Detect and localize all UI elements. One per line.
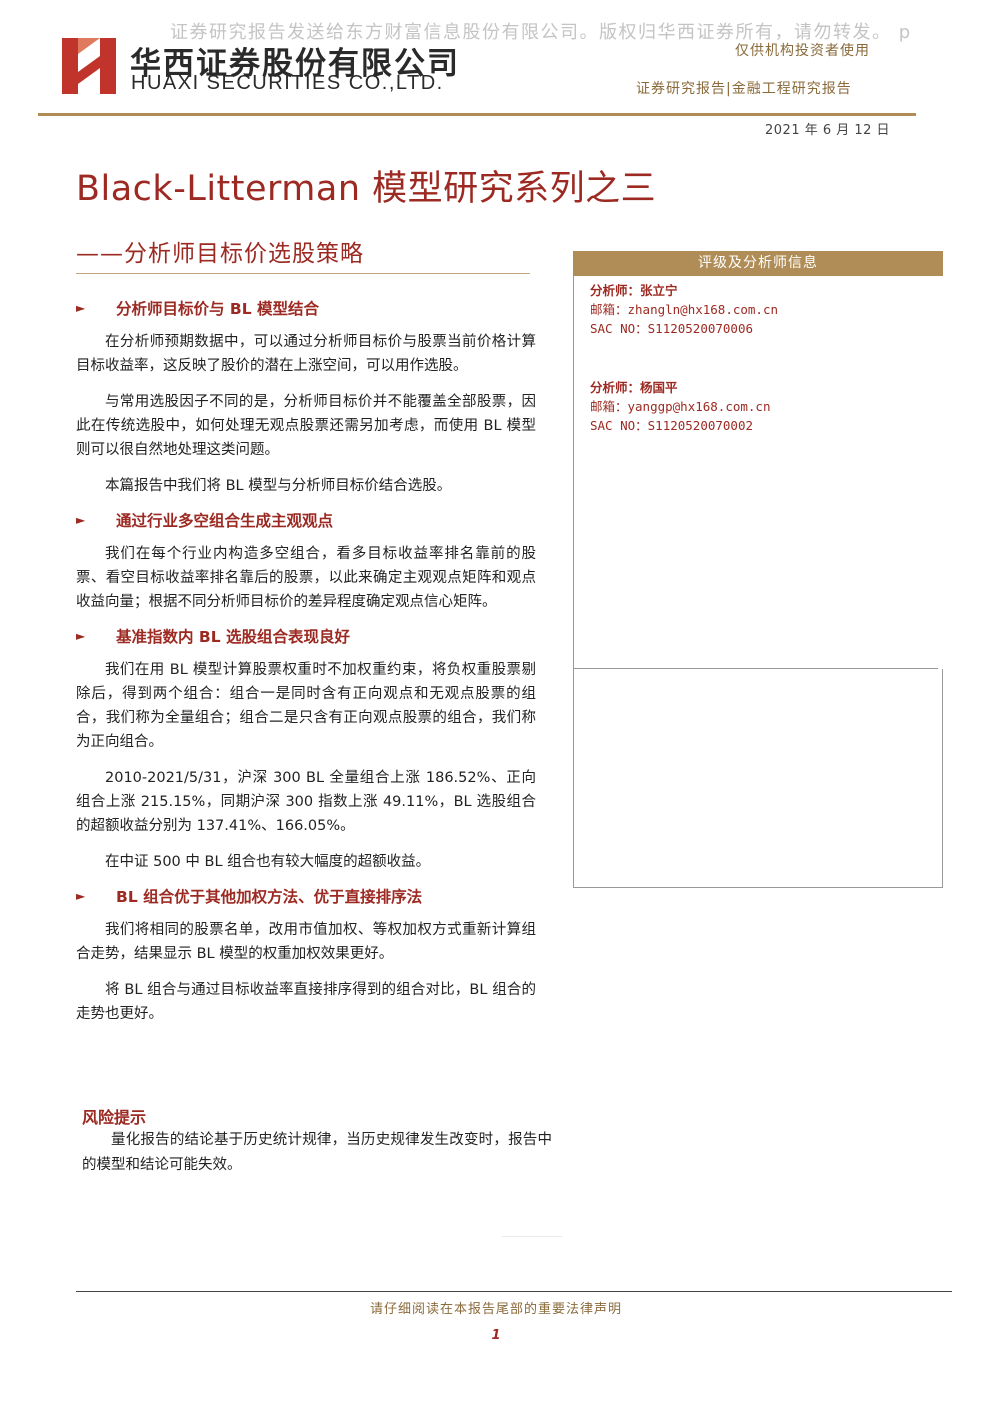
report-title: Black-Litterman 模型研究系列之三 [76, 169, 657, 209]
paragraph: 我们在每个行业内构造多空组合，看多目标收益率排名靠前的股票、看空目标收益率排名靠… [76, 546, 536, 610]
panel-divider [573, 668, 938, 669]
footer-divider [76, 1291, 952, 1292]
audience-note: 仅供机构投资者使用 [735, 43, 870, 59]
header-divider [38, 113, 916, 116]
faint-divider [502, 1236, 562, 1237]
panel-border [573, 276, 574, 888]
panel-divider [573, 887, 943, 888]
section-industry-long-short: ► 通过行业多空组合生成主观观点 我们在每个行业内构造多空组合，看多目标收益率排… [76, 510, 536, 614]
page-number: 1 [491, 1328, 501, 1343]
section-bl-target-price: ► 分析师目标价与 BL 模型结合 在分析师预期数据中，可以通过分析师目标价与股… [76, 298, 536, 498]
section-heading-text: 基准指数内 BL 选股组合表现良好 [116, 628, 350, 646]
section-heading-text: 分析师目标价与 BL 模型结合 [116, 300, 319, 318]
huaxi-logo-icon [62, 38, 116, 94]
paragraph: 我们将相同的股票名单，改用市值加权、等权加权方式重新计算组合走势，结果显示 BL… [76, 922, 536, 962]
section-weighting-comparison: ► BL 组合优于其他加权方法、优于直接排序法 我们将相同的股票名单，改用市值加… [76, 886, 536, 1026]
panel-border [942, 669, 943, 888]
risk-text: 量化报告的结论基于历史统计规律，当历史规律发生改变时，报告中的模型和结论可能失效… [82, 1132, 552, 1173]
report-type: 证券研究报告|金融工程研究报告 [636, 81, 852, 97]
analyst-name: 分析师：杨国平 [590, 380, 678, 395]
section-heading: ► 分析师目标价与 BL 模型结合 [76, 298, 536, 318]
section-heading: ► 通过行业多空组合生成主观观点 [76, 510, 536, 530]
risk-title: 风险提示 [82, 1108, 147, 1127]
section-heading: ► BL 组合优于其他加权方法、优于直接排序法 [76, 886, 536, 906]
paragraph: 2010-2021/5/31，沪深 300 BL 全量组合上涨 186.52%、… [76, 770, 536, 834]
paragraph: 本篇报告中我们将 BL 模型与分析师目标价结合选股。 [105, 478, 452, 494]
section-heading-text: BL 组合优于其他加权方法、优于直接排序法 [116, 888, 423, 906]
paragraph: 在中证 500 中 BL 组合也有较大幅度的超额收益。 [105, 854, 431, 870]
triangle-bullet-icon: ► [76, 629, 86, 643]
title-divider [76, 273, 530, 274]
analyst-email[interactable]: 邮箱：zhangln@hx168.com.cn [590, 302, 779, 317]
analyst-panel-header: 评级及分析师信息 [573, 251, 943, 276]
watermark-text: 证券研究报告发送给东方财富信息股份有限公司。版权归华西证券所有，请勿转发。 p [170, 22, 912, 43]
analyst-card: 分析师：杨国平 邮箱：yanggp@hx168.com.cn SAC NO：S1… [590, 378, 930, 435]
legal-notice: 请仔细阅读在本报告尾部的重要法律声明 [369, 1302, 622, 1317]
analyst-sac-number: SAC NO：S1120520070002 [590, 418, 754, 433]
report-date: 2021 年 6 月 12 日 [765, 123, 891, 138]
analyst-card: 分析师：张立宁 邮箱：zhangln@hx168.com.cn SAC NO：S… [590, 281, 930, 338]
summary-column: ► 分析师目标价与 BL 模型结合 在分析师预期数据中，可以通过分析师目标价与股… [76, 292, 536, 1038]
analyst-sac-number: SAC NO：S1120520070006 [590, 321, 754, 336]
section-heading: ► 基准指数内 BL 选股组合表现良好 [76, 626, 536, 646]
report-subtitle: ——分析师目标价选股策略 [76, 241, 364, 267]
paragraph: 将 BL 组合与通过目标收益率直接排序得到的组合对比，BL 组合的走势也更好。 [76, 982, 536, 1022]
section-heading-text: 通过行业多空组合生成主观观点 [116, 512, 334, 530]
company-name-cn: 华西证券股份有限公司 [130, 46, 460, 82]
section-benchmark-performance: ► 基准指数内 BL 选股组合表现良好 我们在用 BL 模型计算股票权重时不加权… [76, 626, 536, 874]
paragraph: 我们在用 BL 模型计算股票权重时不加权重约束，将负权重股票剔除后，得到两个组合… [76, 662, 536, 750]
company-name-en: HUAXI SECURITIES CO.,LTD. [131, 72, 444, 94]
paragraph: 在分析师预期数据中，可以通过分析师目标价与股票当前价格计算目标收益率，这反映了股… [76, 334, 536, 374]
triangle-bullet-icon: ► [76, 513, 86, 527]
triangle-bullet-icon: ► [76, 889, 86, 903]
analyst-email[interactable]: 邮箱：yanggp@hx168.com.cn [590, 399, 771, 414]
triangle-bullet-icon: ► [76, 301, 86, 315]
analyst-name: 分析师：张立宁 [590, 283, 678, 298]
paragraph: 与常用选股因子不同的是，分析师目标价并不能覆盖全部股票，因此在传统选股中，如何处… [76, 394, 536, 458]
